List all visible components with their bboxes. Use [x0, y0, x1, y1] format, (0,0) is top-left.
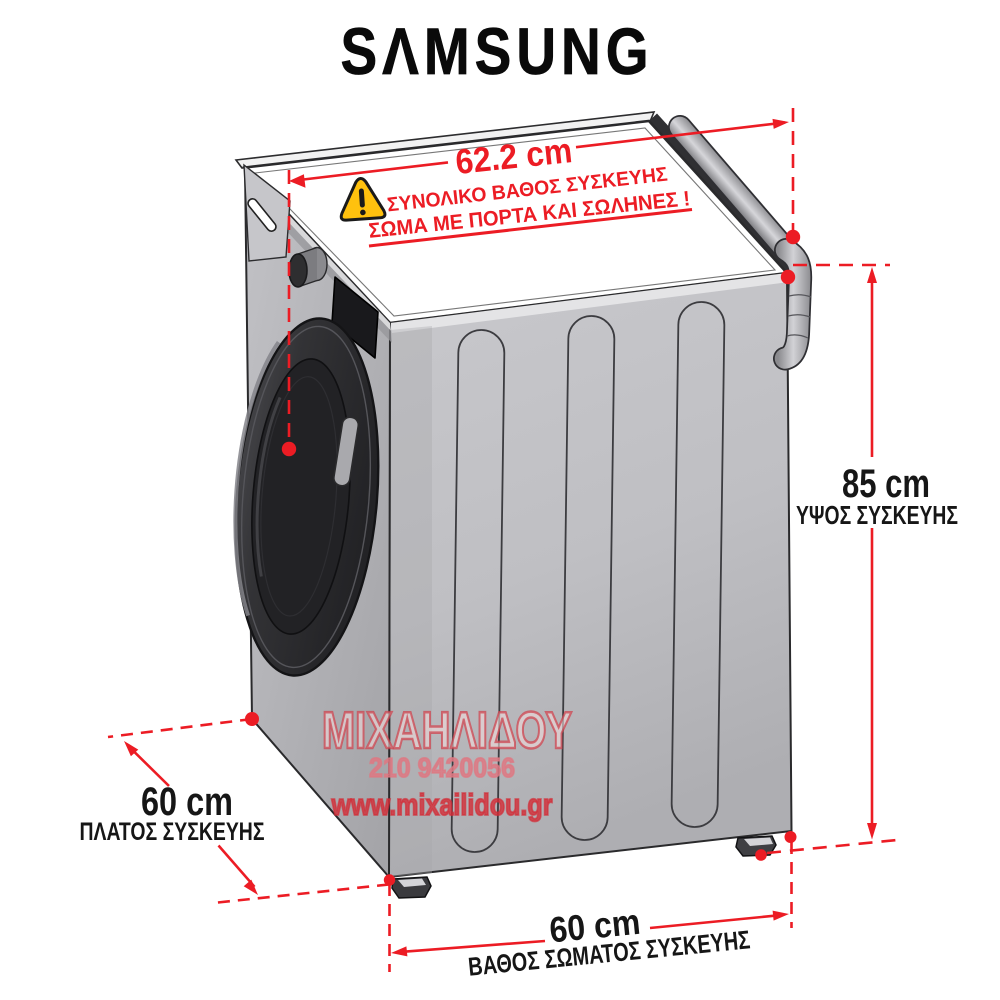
svg-text:60 cm: 60 cm [547, 901, 642, 951]
svg-text:210 9420056: 210 9420056 [369, 752, 515, 783]
svg-text:www.mixailidou.gr: www.mixailidou.gr [331, 787, 553, 822]
svg-text:85 cm: 85 cm [842, 462, 930, 506]
svg-text:SΛMSUNG: SΛMSUNG [341, 14, 654, 88]
svg-text:ΠΛΑΤΟΣ ΣΥΣΚΕΥΗΣ: ΠΛΑΤΟΣ ΣΥΣΚΕΥΗΣ [80, 818, 265, 846]
svg-text:ΥΨΟΣ ΣΥΣΚΕΥΗΣ: ΥΨΟΣ ΣΥΣΚΕΥΗΣ [796, 500, 958, 530]
svg-text:ΜΙΧΑΗΛΙΔΟΥ: ΜΙΧΑΗΛΙΔΟΥ [322, 702, 572, 760]
svg-text:60 cm: 60 cm [141, 780, 233, 824]
